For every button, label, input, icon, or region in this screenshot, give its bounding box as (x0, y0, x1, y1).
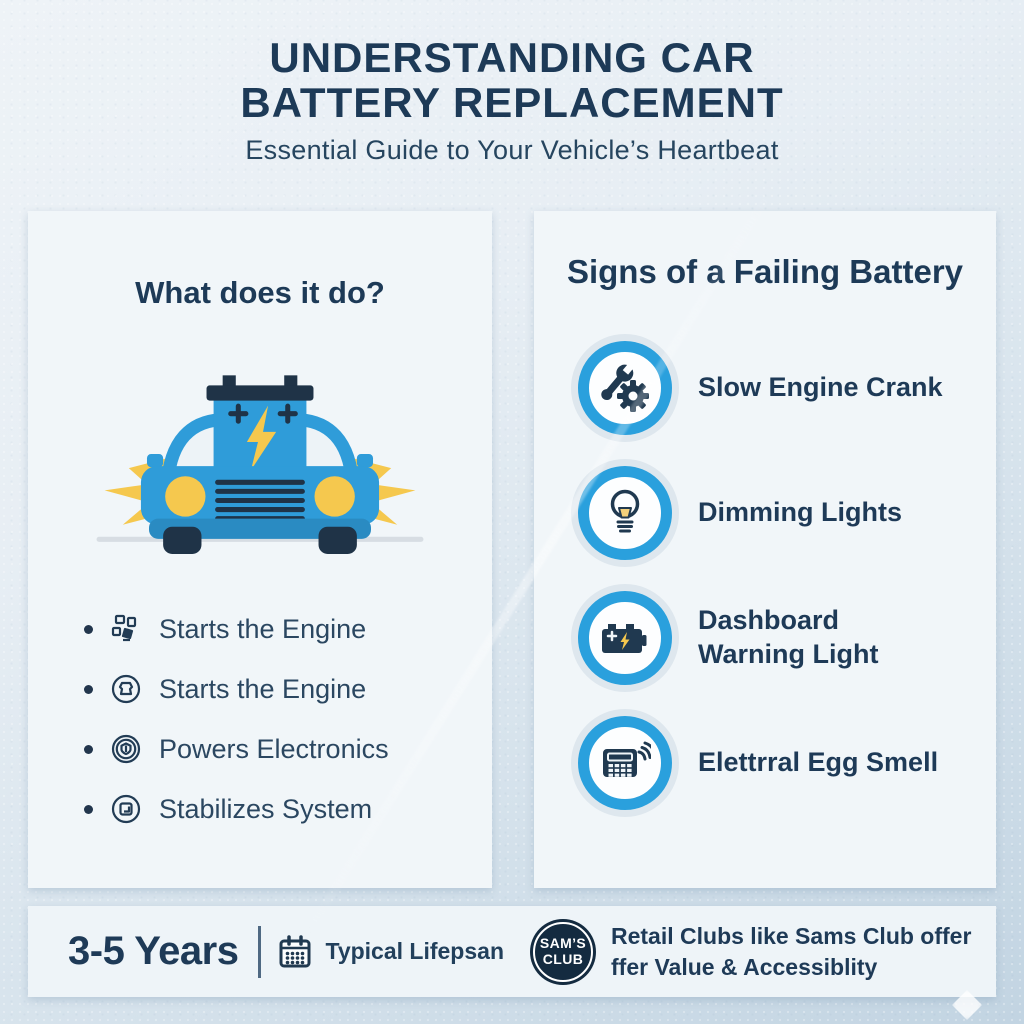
function-item: Powers Electronics (84, 719, 492, 779)
bullet-dot (84, 744, 93, 754)
sign-circle (578, 341, 672, 435)
bullet-dot (84, 804, 93, 814)
function-label: Starts the Engine (159, 673, 367, 704)
function-item: Stabilizes System (84, 779, 492, 839)
function-label: Stabilizes System (159, 793, 373, 824)
function-item: Starts the Engine (84, 659, 492, 719)
right-card-heading: Signs of a Failing Battery (566, 253, 964, 290)
lifespan-value: 3-5 Years (68, 929, 239, 973)
sign-item: Dimming Lights (578, 458, 996, 568)
failing-signs-card: Signs of a Failing Battery (534, 211, 996, 888)
mirror-left (146, 454, 164, 468)
retail-note: Retail Clubs like Sams Club offer ffer V… (611, 923, 972, 980)
logo-line-2: CLUB (542, 950, 584, 967)
page-subtitle: Essential Guide to Your Vehicle’s Heartb… (245, 135, 779, 166)
lifespan-label: Typical Lifepsan (325, 938, 504, 964)
page-title: UNDERSTANDING CAR BATTERY REPLACEMENT (240, 34, 784, 126)
left-card-heading: What does it do? (135, 275, 385, 310)
bullet-dot (84, 624, 93, 634)
lightbulb-icon (610, 489, 640, 533)
engine-parts-icon (111, 614, 137, 642)
keypad-signal-icon (603, 741, 651, 777)
wheel-right (318, 526, 357, 554)
sign-item: Dashboard Warning Light (578, 583, 996, 693)
car-body (140, 466, 380, 525)
wrench-gear-icon (601, 363, 649, 412)
sign-label: Dashboard Warning Light (698, 605, 879, 669)
vertical-divider (258, 925, 262, 978)
car-battery-icon (602, 624, 647, 653)
wheel-left (163, 526, 202, 554)
signs-list: Slow Engine Crank Dimming Lights (534, 333, 996, 818)
header: UNDERSTANDING CAR BATTERY REPLACEMENT Es… (0, 34, 1024, 166)
function-item: Starts the Engine (84, 599, 492, 659)
headlight-left (165, 476, 206, 517)
sign-circle (578, 716, 672, 810)
sign-item: Elettrral Egg Smell (578, 708, 996, 818)
what-it-does-card: What does it do? (28, 211, 492, 888)
sign-label: Elettrral Egg Smell (698, 747, 939, 778)
circled-starter-icon (111, 674, 141, 704)
bumper (149, 518, 371, 539)
sign-circle (578, 466, 672, 560)
sams-club-logo: SAM’S CLUB (530, 918, 596, 985)
sign-item: Slow Engine Crank (578, 333, 996, 443)
function-label: Starts the Engine (159, 613, 367, 644)
headlight-right (314, 476, 355, 517)
function-label: Powers Electronics (159, 733, 389, 764)
car-battery-illustration (96, 375, 424, 554)
calendar-icon (279, 934, 311, 967)
grille (215, 479, 305, 522)
shield-power-icon (111, 734, 141, 764)
battery-on-car (206, 375, 314, 482)
circled-grid-icon (111, 794, 141, 824)
sign-label: Dimming Lights (698, 497, 902, 528)
functions-list: Starts the Engine Starts the Engine (28, 599, 492, 839)
logo-line-1: SAM’S (539, 935, 587, 952)
bullet-dot (84, 684, 93, 694)
footer-bar: 3-5 Years Typical Lifepsan SAM’S CLUB Re… (28, 906, 996, 997)
sign-circle (578, 591, 672, 685)
sign-label: Slow Engine Crank (698, 372, 943, 403)
mirror-right (356, 454, 374, 468)
